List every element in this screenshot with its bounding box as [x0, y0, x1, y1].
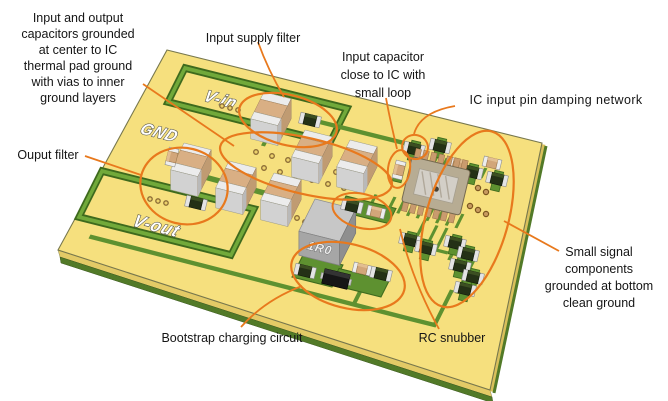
note-line: Input and output: [32, 11, 124, 25]
note-line: close to IC with: [340, 68, 426, 82]
grounding-note-label: Input and output capacitors grounded at …: [2, 10, 154, 106]
power-inductor: 1R0: [298, 198, 357, 266]
note-line: clean ground: [562, 296, 636, 310]
annotation-overlay: [84, 41, 560, 330]
leader-input-supply-filter: [257, 41, 285, 98]
input-supply-filter-ellipse: [238, 91, 338, 149]
bootstrap-ellipse: [290, 240, 406, 312]
small-signal-label: Small signal components grounded at bott…: [529, 244, 668, 312]
note-line: Small signal: [565, 245, 633, 259]
leader-damping-network: [413, 105, 456, 135]
note-line: Input capacitor: [342, 50, 424, 64]
leader-grounding-note: [142, 83, 235, 147]
input-supply-filter-label: Input supply filter: [178, 30, 328, 46]
note-line: thermal pad ground: [23, 59, 133, 73]
leader-input-capacitor: [385, 97, 398, 150]
leader-bootstrap: [240, 285, 303, 328]
note-line: components: [564, 262, 634, 276]
note-line: small loop: [354, 86, 412, 100]
note-line: Bootstrap charging circuit: [161, 331, 303, 345]
note-line: Input supply filter: [205, 31, 301, 45]
leader-output-filter: [84, 155, 142, 176]
note-line: ground layers: [40, 91, 116, 105]
note-line: at center to IC: [38, 43, 118, 57]
note-line: grounded at bottom: [544, 279, 654, 293]
leader-rc-snubber: [399, 228, 440, 330]
note-line: RC snubber: [418, 331, 486, 345]
rc-snubber-label: RC snubber: [407, 330, 497, 346]
damping-network-label: IC input pin damping network: [446, 92, 666, 108]
note-line: Ouput filter: [17, 148, 79, 162]
damping-network-ellipse: [401, 133, 429, 161]
board-side-faces: [57, 144, 548, 401]
note-line: with vias to inner: [31, 75, 125, 89]
small-signal-ellipse: [419, 129, 515, 309]
copper-vias: [466, 184, 490, 218]
rc-snubber-ellipse: [331, 191, 393, 231]
output-filter-ellipse: [139, 146, 229, 226]
input-capacitor-label: Input capacitor close to IC with small l…: [318, 48, 448, 102]
bootstrap-label: Bootstrap charging circuit: [147, 330, 317, 346]
note-line: capacitors grounded: [21, 27, 135, 41]
note-line: IC input pin damping network: [469, 93, 643, 107]
output-filter-label: Ouput filter: [4, 147, 92, 163]
leader-small-signal: [503, 220, 560, 252]
